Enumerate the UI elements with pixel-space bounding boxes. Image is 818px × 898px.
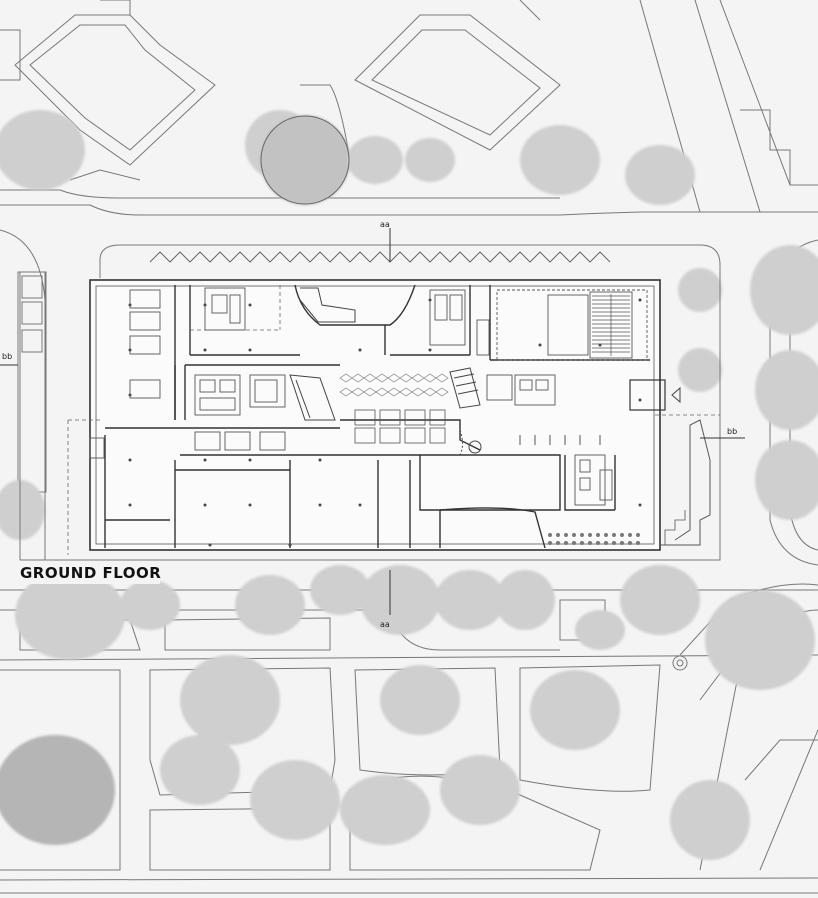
trees bbox=[0, 110, 818, 860]
section-marker-aa-top: aa bbox=[380, 220, 390, 229]
drawing-title: GROUND FLOOR bbox=[20, 564, 161, 582]
building bbox=[19, 244, 721, 561]
section-marker-bb-right: bb bbox=[727, 427, 737, 436]
seating-grid bbox=[354, 409, 446, 444]
tree-outline bbox=[260, 115, 350, 205]
section-marker-bb-left: bb bbox=[2, 352, 12, 361]
section-marker-aa-bottom: aa bbox=[380, 620, 390, 629]
zigzag-canopy bbox=[149, 251, 611, 263]
section-markers: aa aa bb bb bbox=[0, 220, 745, 629]
